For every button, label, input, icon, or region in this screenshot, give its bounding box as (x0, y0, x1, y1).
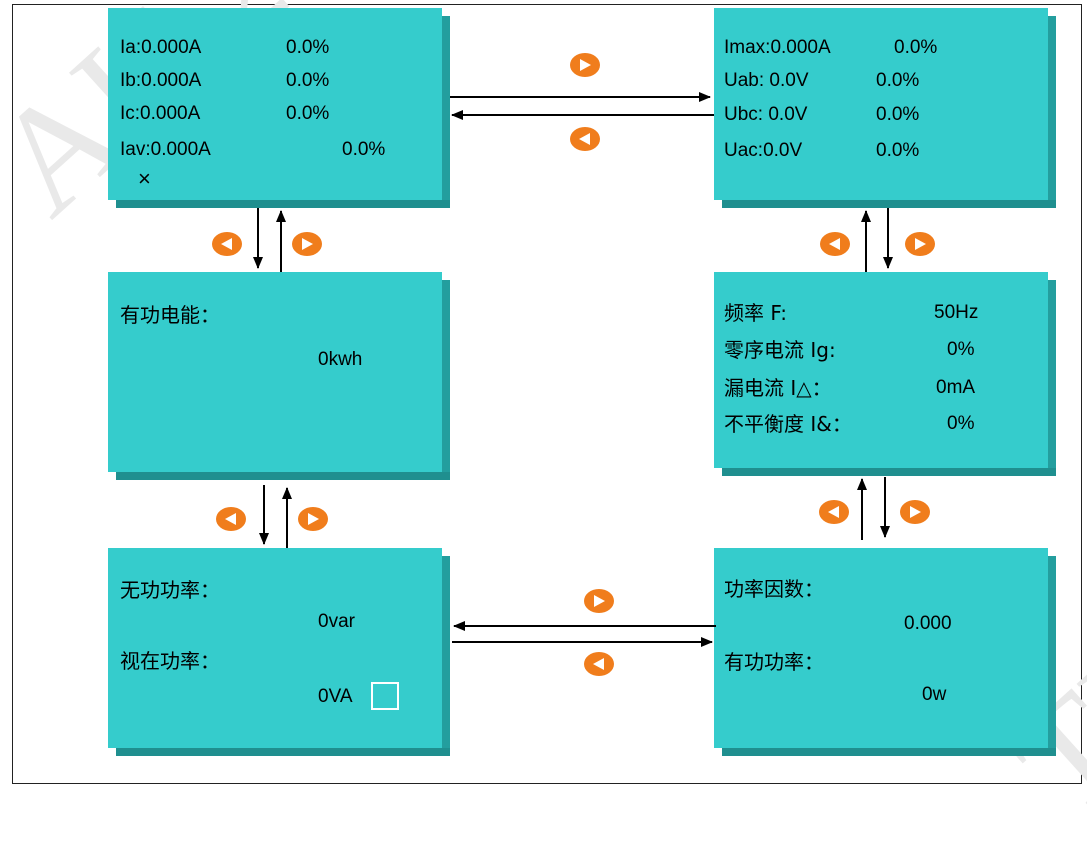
current-ic-label: Ic:0.000A (120, 103, 201, 124)
current-iav-pct: 0.0% (342, 139, 386, 160)
apparent-power-value: 0VA (318, 686, 353, 707)
connector-arrows (253, 92, 893, 647)
current-panel: Ia:0.000A 0.0% Ib:0.000A 0.0% Ic:0.000A … (108, 8, 450, 208)
next-button[interactable] (570, 53, 600, 77)
square-icon (371, 682, 399, 710)
unbalance-label: 不平衡度 I&： (724, 412, 852, 436)
reactive-power-value: 0var (318, 611, 355, 632)
prev-button[interactable] (570, 127, 600, 151)
current-ic-pct: 0.0% (286, 103, 330, 124)
right-triangle-icon (308, 513, 319, 525)
diagram-frame (12, 4, 1082, 784)
frequency-panel: 频率 F: 50Hz 零序电流 Ig: 0% 漏电流 I△： 0mA 不平衡度 … (714, 272, 1056, 476)
active-power-label: 有功功率： (724, 650, 824, 674)
prev-button[interactable] (584, 652, 614, 676)
current-ia-label: Ia:0.000A (120, 37, 202, 58)
power-factor-panel: 功率因数： 0.000 有功功率： 0w (714, 548, 1056, 756)
voltage-panel: Imax:0.000A 0.0% Uab: 0.0V 0.0% Ubc: 0.0… (714, 8, 1056, 208)
next-button[interactable] (584, 589, 614, 613)
prev-button[interactable] (819, 500, 849, 524)
current-ib-pct: 0.0% (286, 70, 330, 91)
current-iav-label: Iav:0.000A (120, 139, 211, 160)
voltage-ubc-pct: 0.0% (876, 104, 920, 125)
left-triangle-icon (593, 658, 604, 670)
next-button[interactable] (298, 507, 328, 531)
cross-icon: × (138, 166, 151, 191)
voltage-uac-pct: 0.0% (876, 140, 920, 161)
voltage-imax-pct: 0.0% (894, 37, 938, 58)
left-triangle-icon (225, 513, 236, 525)
leakage-current-value: 0mA (936, 377, 976, 398)
frequency-label: 频率 F: (724, 301, 788, 325)
right-triangle-icon (302, 238, 313, 250)
voltage-uab-pct: 0.0% (876, 70, 920, 91)
power-factor-label: 功率因数： (724, 577, 824, 601)
prev-button[interactable] (820, 232, 850, 256)
prev-button[interactable] (216, 507, 246, 531)
left-triangle-icon (579, 133, 590, 145)
prev-button[interactable] (212, 232, 242, 256)
active-power-value: 0w (922, 684, 947, 705)
power-factor-value: 0.000 (904, 613, 952, 634)
zero-seq-current-label: 零序电流 Ig: (724, 338, 836, 362)
zero-seq-current-value: 0% (947, 339, 975, 360)
voltage-uab-label: Uab: 0.0V (724, 70, 809, 91)
reactive-power-label: 无功功率： (120, 578, 220, 602)
left-triangle-icon (221, 238, 232, 250)
leakage-current-label: 漏电流 I△： (724, 376, 832, 400)
current-ia-pct: 0.0% (286, 37, 330, 58)
current-ib-label: Ib:0.000A (120, 70, 202, 91)
left-triangle-icon (829, 238, 840, 250)
reactive-power-panel: 无功功率： 0var 视在功率： 0VA (108, 548, 450, 756)
right-triangle-icon (910, 506, 921, 518)
active-energy-label: 有功电能： (120, 303, 220, 327)
voltage-uac-label: Uac:0.0V (724, 140, 803, 161)
frequency-value: 50Hz (934, 302, 979, 323)
voltage-imax-label: Imax:0.000A (724, 37, 831, 58)
next-button[interactable] (900, 500, 930, 524)
next-button[interactable] (905, 232, 935, 256)
right-triangle-icon (915, 238, 926, 250)
apparent-power-label: 视在功率： (120, 649, 220, 673)
next-button[interactable] (292, 232, 322, 256)
left-triangle-icon (828, 506, 839, 518)
voltage-ubc-label: Ubc: 0.0V (724, 104, 808, 125)
active-energy-value: 0kwh (318, 349, 363, 370)
unbalance-value: 0% (947, 413, 975, 434)
right-triangle-icon (580, 59, 591, 71)
active-energy-panel: 有功电能： 0kwh (108, 272, 450, 480)
right-triangle-icon (594, 595, 605, 607)
